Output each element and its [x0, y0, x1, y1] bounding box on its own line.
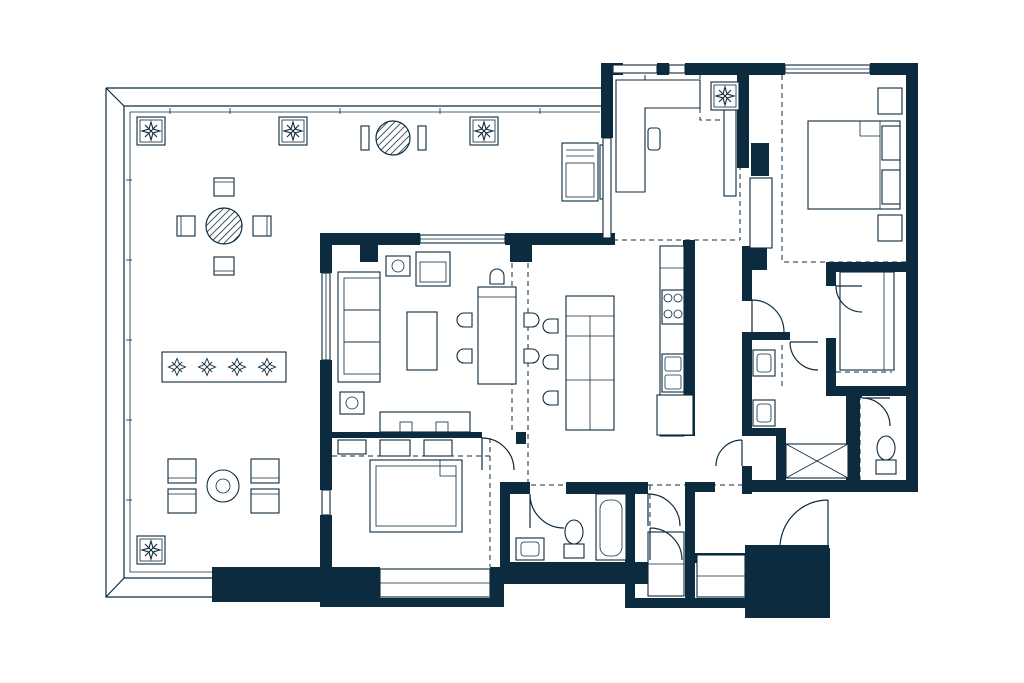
study-desk — [615, 79, 737, 197]
plant-icon — [710, 81, 740, 111]
shower-icon — [785, 443, 849, 479]
sink-icon — [752, 349, 776, 427]
plant-icon — [136, 116, 166, 146]
walk-in-closet — [839, 271, 895, 371]
bed-icon — [337, 439, 463, 533]
bathtub-icon — [595, 493, 627, 561]
toilet-icon — [563, 519, 585, 559]
media-console — [379, 411, 471, 433]
fridge — [656, 394, 694, 436]
terrace-lounge-chair — [561, 142, 607, 202]
terrace-lounge-set — [167, 458, 280, 514]
door-swing-icon — [481, 285, 891, 561]
terrace-bistro-set — [360, 120, 427, 156]
sink-icon — [515, 537, 545, 561]
stove-icon — [661, 289, 685, 325]
wardrobe — [749, 177, 773, 249]
terrace-dining-set — [176, 177, 272, 276]
side-table — [339, 255, 411, 415]
washer-dryer — [647, 531, 685, 597]
plant-icon — [469, 116, 499, 146]
walls — [212, 63, 918, 618]
kitchen-island — [542, 295, 615, 431]
toilet-icon — [875, 435, 897, 475]
sink-icon — [661, 353, 685, 393]
plant-icon — [136, 535, 166, 565]
windows — [321, 64, 871, 598]
plant-icon — [278, 116, 308, 146]
coffee-table — [406, 311, 438, 371]
bed-icon — [807, 87, 903, 242]
sofa-icon — [337, 271, 381, 383]
dining-table — [456, 268, 540, 385]
terrace-planter-box — [161, 351, 287, 383]
armchair — [415, 251, 451, 287]
